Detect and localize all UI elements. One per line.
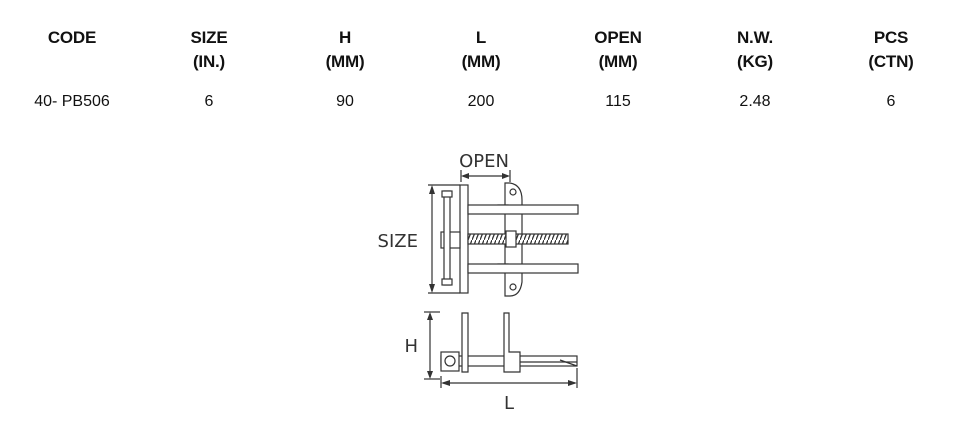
cell-value: 90 xyxy=(336,93,354,110)
cell-value: 6 xyxy=(886,93,896,110)
column-header-unit: (MM) xyxy=(325,52,365,71)
column-header-unit: (IN.) xyxy=(192,52,226,71)
cell-value: 40- PB506 xyxy=(34,93,110,110)
spec-table: CODE 40- PB506 SIZE (IN.) 6 H (MM) 90 L … xyxy=(0,0,957,120)
column-header-unit: (MM) xyxy=(461,52,501,71)
cell-value: 200 xyxy=(467,93,495,110)
column-nw: N.W. (KG) 2.48 xyxy=(685,26,825,110)
column-code: CODE 40- PB506 xyxy=(2,26,142,110)
column-l: L (MM) 200 xyxy=(411,26,551,110)
column-open: OPEN (MM) 115 xyxy=(548,26,688,110)
h-label: H xyxy=(404,336,418,357)
column-header: SIZE xyxy=(190,28,228,47)
top-view: OPEN SIZE xyxy=(378,151,579,297)
column-header: OPEN xyxy=(594,28,642,47)
column-header: PCS xyxy=(873,28,909,47)
column-header-unit: (CTN) xyxy=(868,52,914,71)
size-label: SIZE xyxy=(378,231,418,252)
cell-value: 2.48 xyxy=(739,93,771,110)
open-label: OPEN xyxy=(459,151,509,172)
column-header-unit: (MM) xyxy=(598,52,638,71)
side-view: H L xyxy=(404,311,578,414)
column-header: N.W. xyxy=(736,28,774,47)
column-header: L xyxy=(475,28,487,47)
l-label: L xyxy=(504,393,514,414)
column-header-unit: (KG) xyxy=(736,52,774,71)
column-header: H xyxy=(338,28,352,47)
column-size: SIZE (IN.) 6 xyxy=(139,26,279,110)
cell-value: 6 xyxy=(204,93,214,110)
cell-value: 115 xyxy=(605,93,631,110)
column-header: CODE xyxy=(47,28,97,47)
column-pcs: PCS (CTN) 6 xyxy=(821,26,957,110)
column-h: H (MM) 90 xyxy=(275,26,415,110)
